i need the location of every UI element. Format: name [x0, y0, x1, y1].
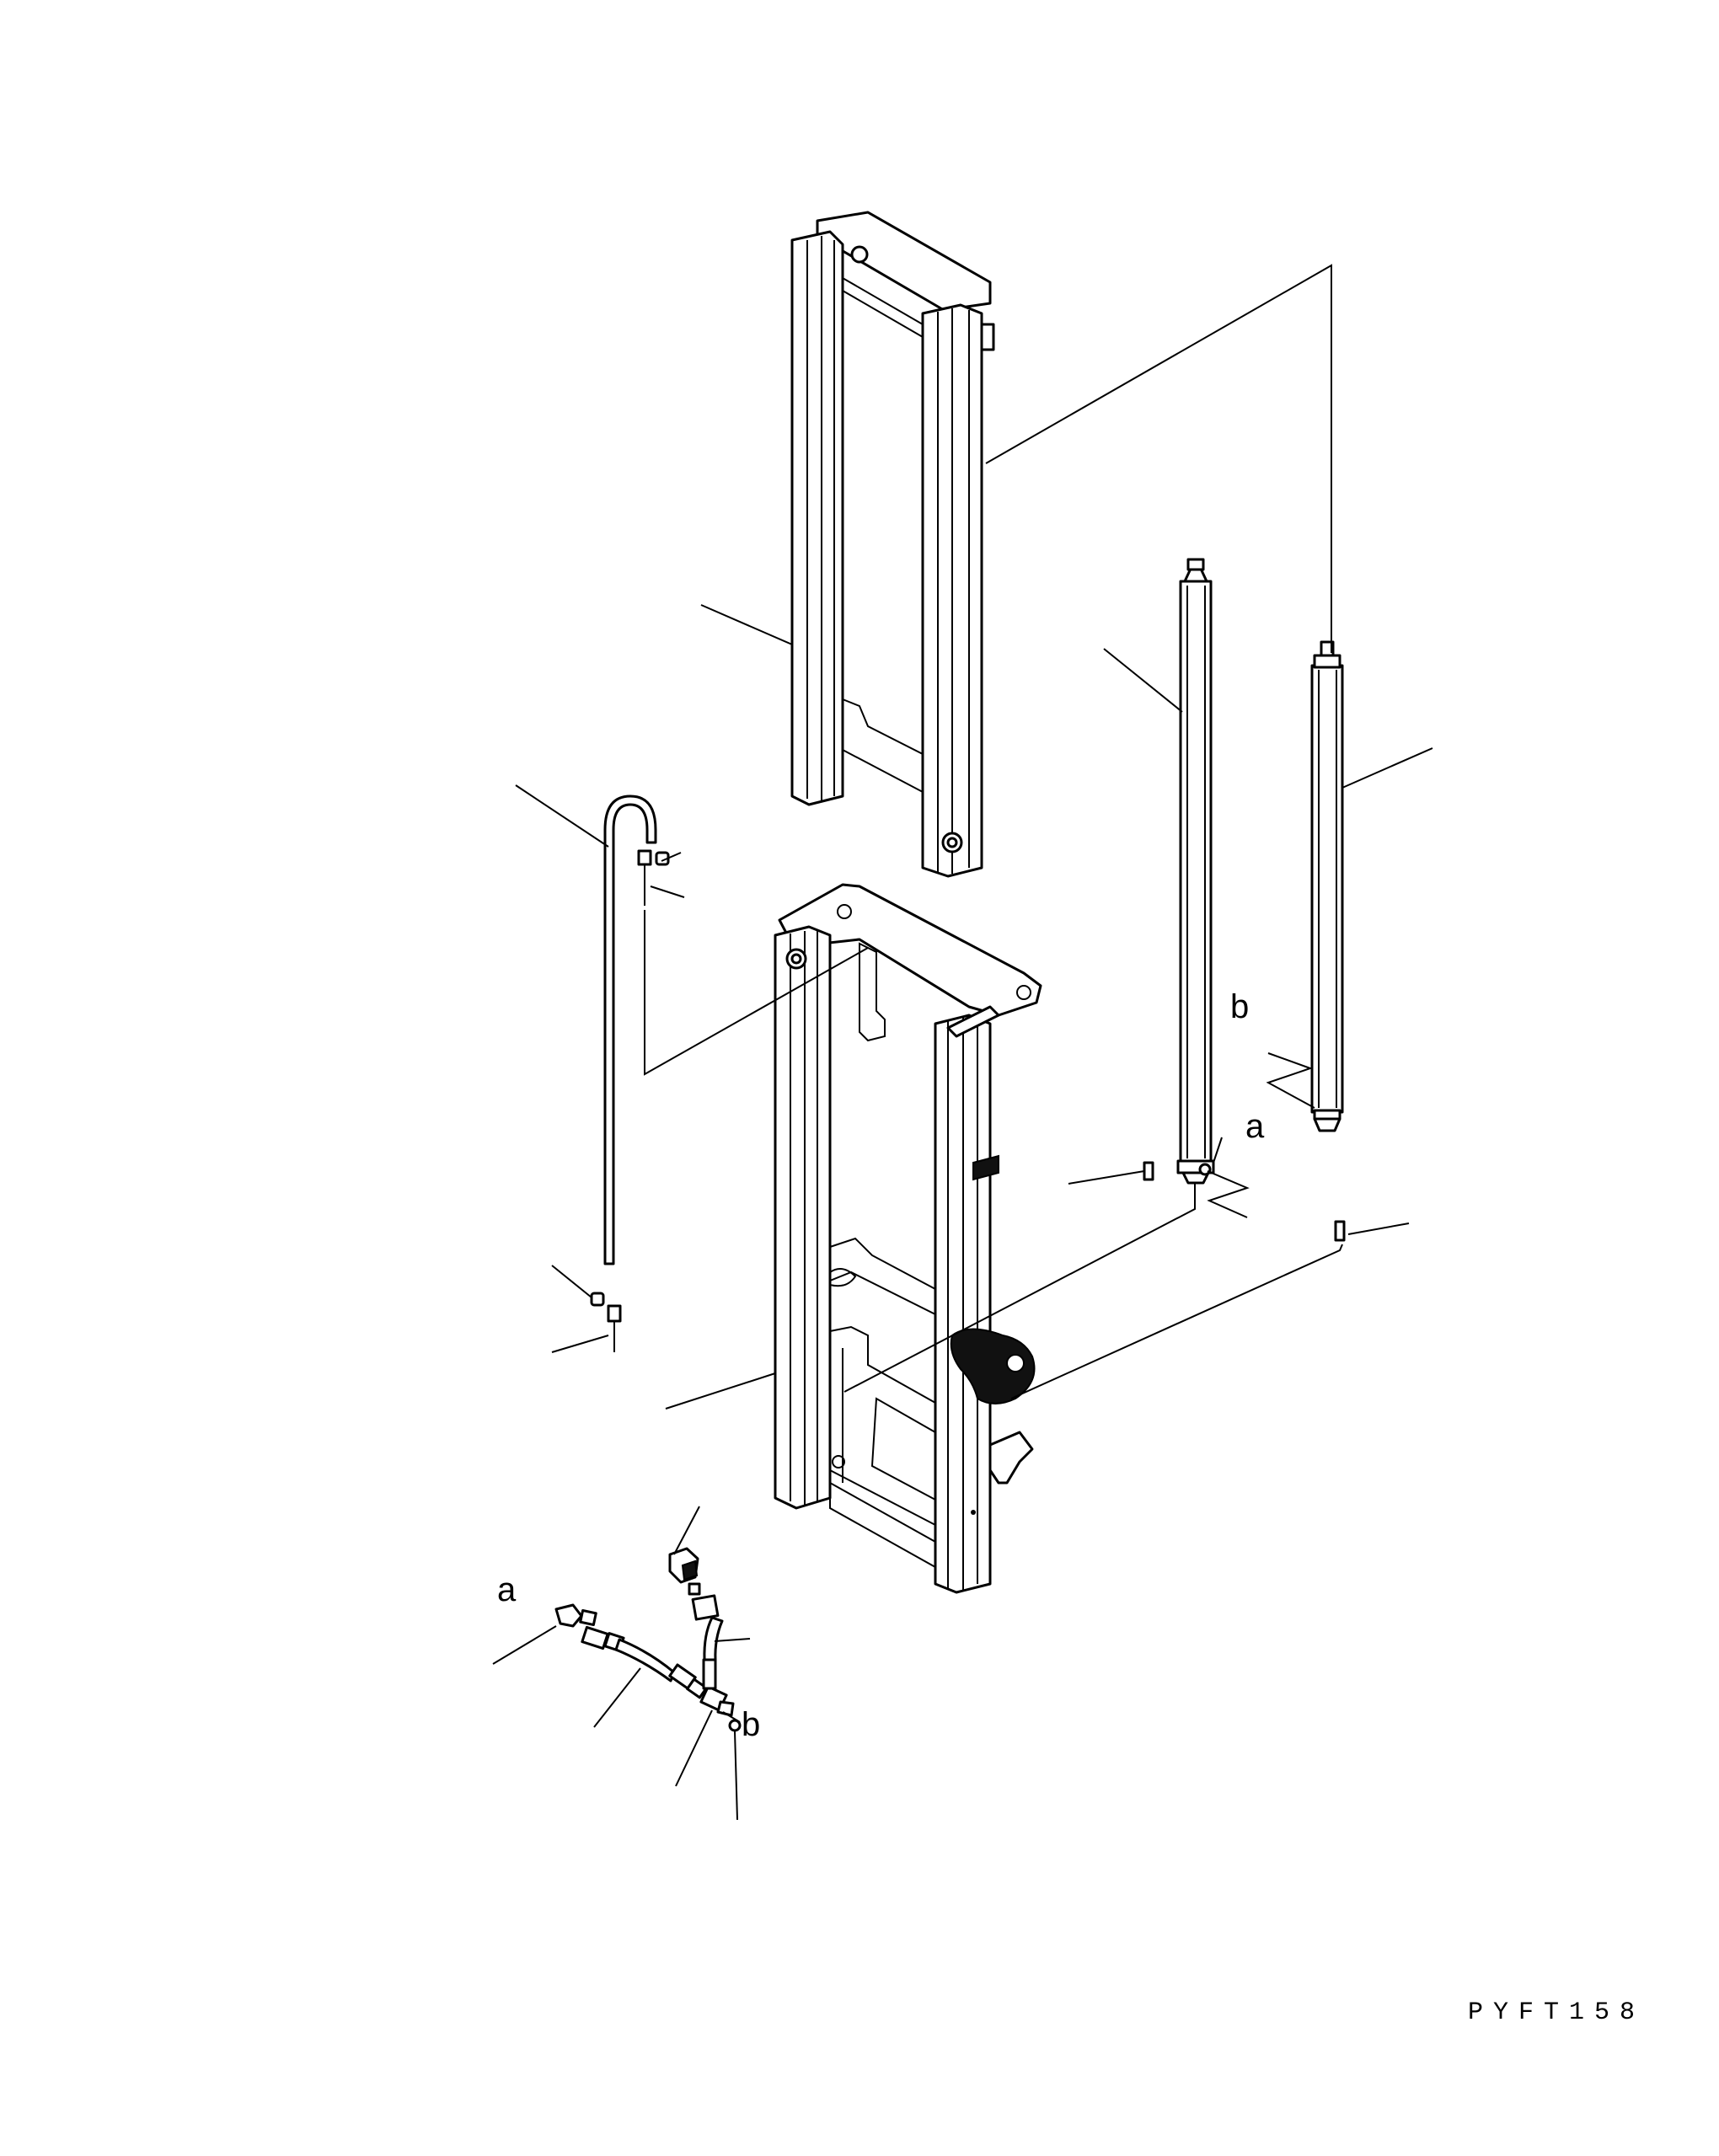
inner-mast-frame [790, 211, 995, 878]
callout-a-upper: a [1245, 1108, 1265, 1145]
leader-lines [492, 264, 1433, 1821]
drawing-code: PYFT158 [1468, 1998, 1645, 2027]
callout-a-lower: a [497, 1571, 517, 1608]
lift-cylinder-right [1310, 640, 1346, 1242]
hose-assembly [554, 1547, 742, 1732]
callout-b-lower: b [742, 1706, 760, 1743]
pin [1143, 1161, 1154, 1181]
outer-mast-frame [774, 883, 1042, 1594]
hydraulic-pipe [590, 794, 670, 1352]
lift-cylinder-left [1176, 558, 1215, 1185]
callout-b-upper: b [1230, 988, 1249, 1025]
